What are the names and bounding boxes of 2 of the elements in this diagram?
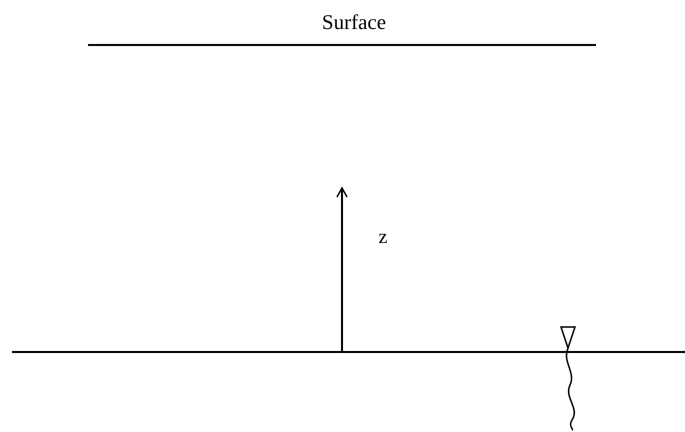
axis-label: z (378, 226, 388, 249)
surface-label: Surface (322, 10, 386, 34)
